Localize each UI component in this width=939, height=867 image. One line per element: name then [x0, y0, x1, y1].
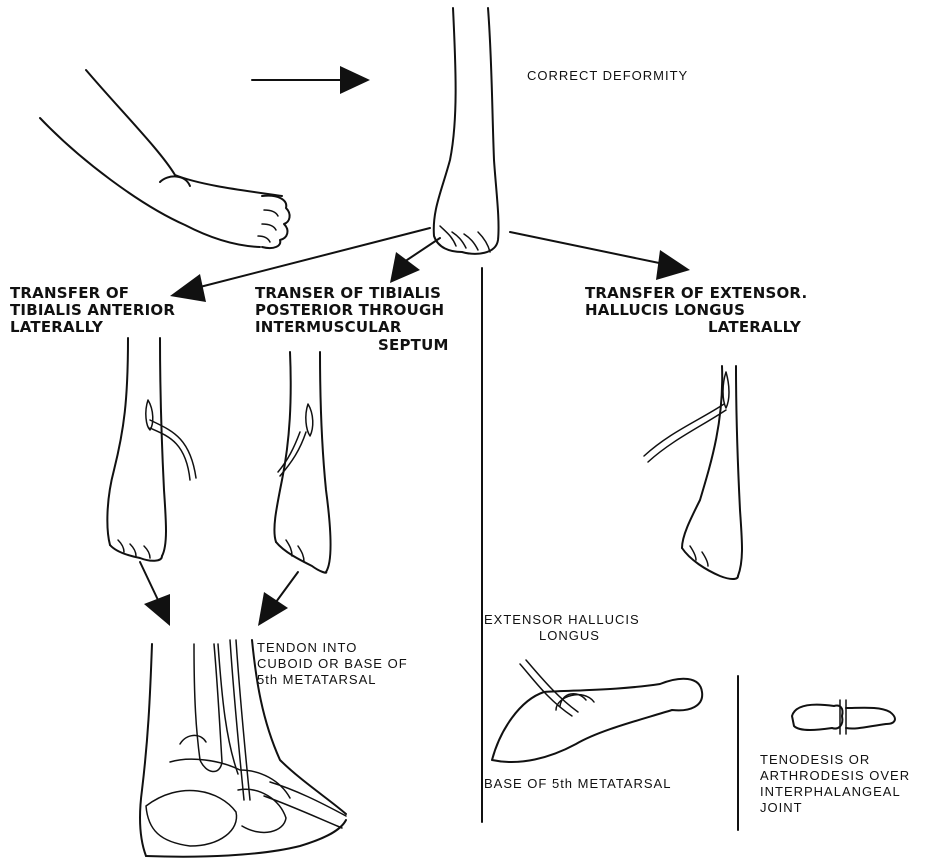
arrow-to-tibialis-posterior — [390, 238, 440, 283]
arrow-down-left — [140, 562, 170, 626]
foot-tibialis-anterior-drawing — [107, 338, 196, 561]
arrow-down-right — [258, 572, 298, 626]
tibialis-anterior-label: TRANSFER OF TIBIALIS ANTERIOR LATERALLY — [10, 285, 175, 336]
tibialis-posterior-label-septum: SEPTUM — [378, 337, 449, 354]
correct-deformity-label: CORRECT DEFORMITY — [527, 68, 688, 84]
arrow-right — [252, 66, 370, 94]
ehl-transfer-label: TRANSFER OF EXTENSOR. HALLUCIS LONGUS — [585, 285, 807, 319]
tendon-into-label: TENDON INTO CUBOID OR BASE OF 5th METATA… — [257, 640, 408, 688]
ehl-label: EXTENSOR HALLUCIS — [484, 612, 640, 628]
ip-joint-drawing — [792, 700, 895, 734]
base-5th-label: BASE OF 5th METATARSAL — [484, 776, 671, 792]
ehl-transfer-label-laterally: LATERALLY — [708, 319, 801, 336]
corrected-foot-drawing — [434, 8, 499, 254]
tibialis-posterior-label: TRANSER OF TIBIALIS POSTERIOR THROUGH IN… — [255, 285, 444, 336]
tenodesis-label: TENODESIS OR ARTHRODESIS OVER INTERPHALA… — [760, 752, 910, 816]
foot-ehl-drawing — [644, 366, 742, 579]
ehl-label-longus: LONGUS — [539, 628, 600, 644]
arrow-to-ehl — [510, 232, 690, 280]
foot-tibialis-posterior-drawing — [274, 352, 330, 573]
metatarsal-drawing — [492, 660, 702, 762]
deformed-foot-drawing — [40, 70, 290, 248]
